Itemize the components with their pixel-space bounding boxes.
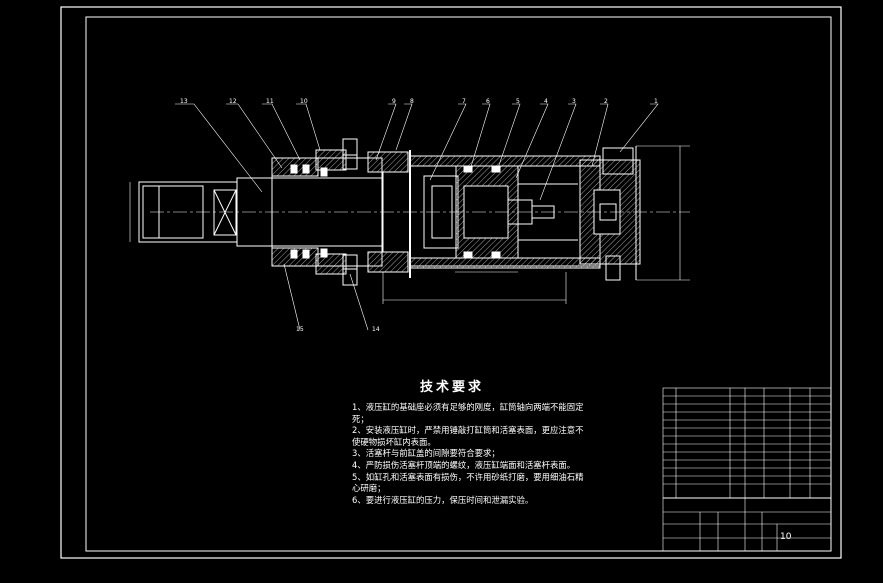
hydraulic-cylinder-section-view [129, 138, 690, 304]
requirement-item: 5、如缸孔和活塞表面有损伤，不许用砂纸打磨，要用细油石精心研磨； [352, 471, 584, 494]
callout-8: 8 [410, 98, 414, 105]
callout-12: 12 [229, 98, 237, 105]
requirement-item: 2、安装液压缸时，严禁用锤敲打缸筒和活塞表面，更应注意不使硬物损坏缸内表面。 [352, 425, 584, 447]
technical-requirements-list: 1、液压缸的基础座必须有足够的刚度，缸筒轴向两端不能固定死； 2、安装液压缸时，… [352, 402, 587, 506]
callout-13: 13 [180, 98, 188, 105]
callout-2: 2 [604, 98, 608, 105]
requirement-item: 4、严防损伤活塞杆顶端的螺纹，液压缸端面和活塞杆表面。 [352, 459, 576, 470]
callout-3: 3 [572, 98, 576, 105]
drawing-frame [60, 6, 842, 559]
callout-14: 14 [372, 326, 380, 333]
requirement-item: 3、活塞杆与前缸盖的间隙要符合要求； [352, 448, 500, 459]
callout-15: 15 [296, 326, 304, 333]
callout-5: 5 [516, 98, 520, 105]
callout-1: 1 [654, 98, 658, 105]
sheet-number: 10 [780, 532, 792, 542]
callout-6: 6 [486, 98, 490, 105]
technical-requirements-title: 技术要求 [420, 380, 485, 395]
callout-7: 7 [462, 98, 466, 105]
callout-11: 11 [266, 98, 274, 105]
callout-9: 9 [392, 98, 396, 105]
parts-list-and-title-block [662, 387, 832, 552]
callout-leaders [175, 103, 659, 331]
requirement-item: 6、要进行液压缸的压力，保压时间和泄漏实验。 [352, 494, 534, 505]
callout-10: 10 [300, 98, 308, 105]
requirement-item: 1、液压缸的基础座必须有足够的刚度，缸筒轴向两端不能固定死； [352, 402, 584, 424]
callout-4: 4 [544, 98, 548, 105]
